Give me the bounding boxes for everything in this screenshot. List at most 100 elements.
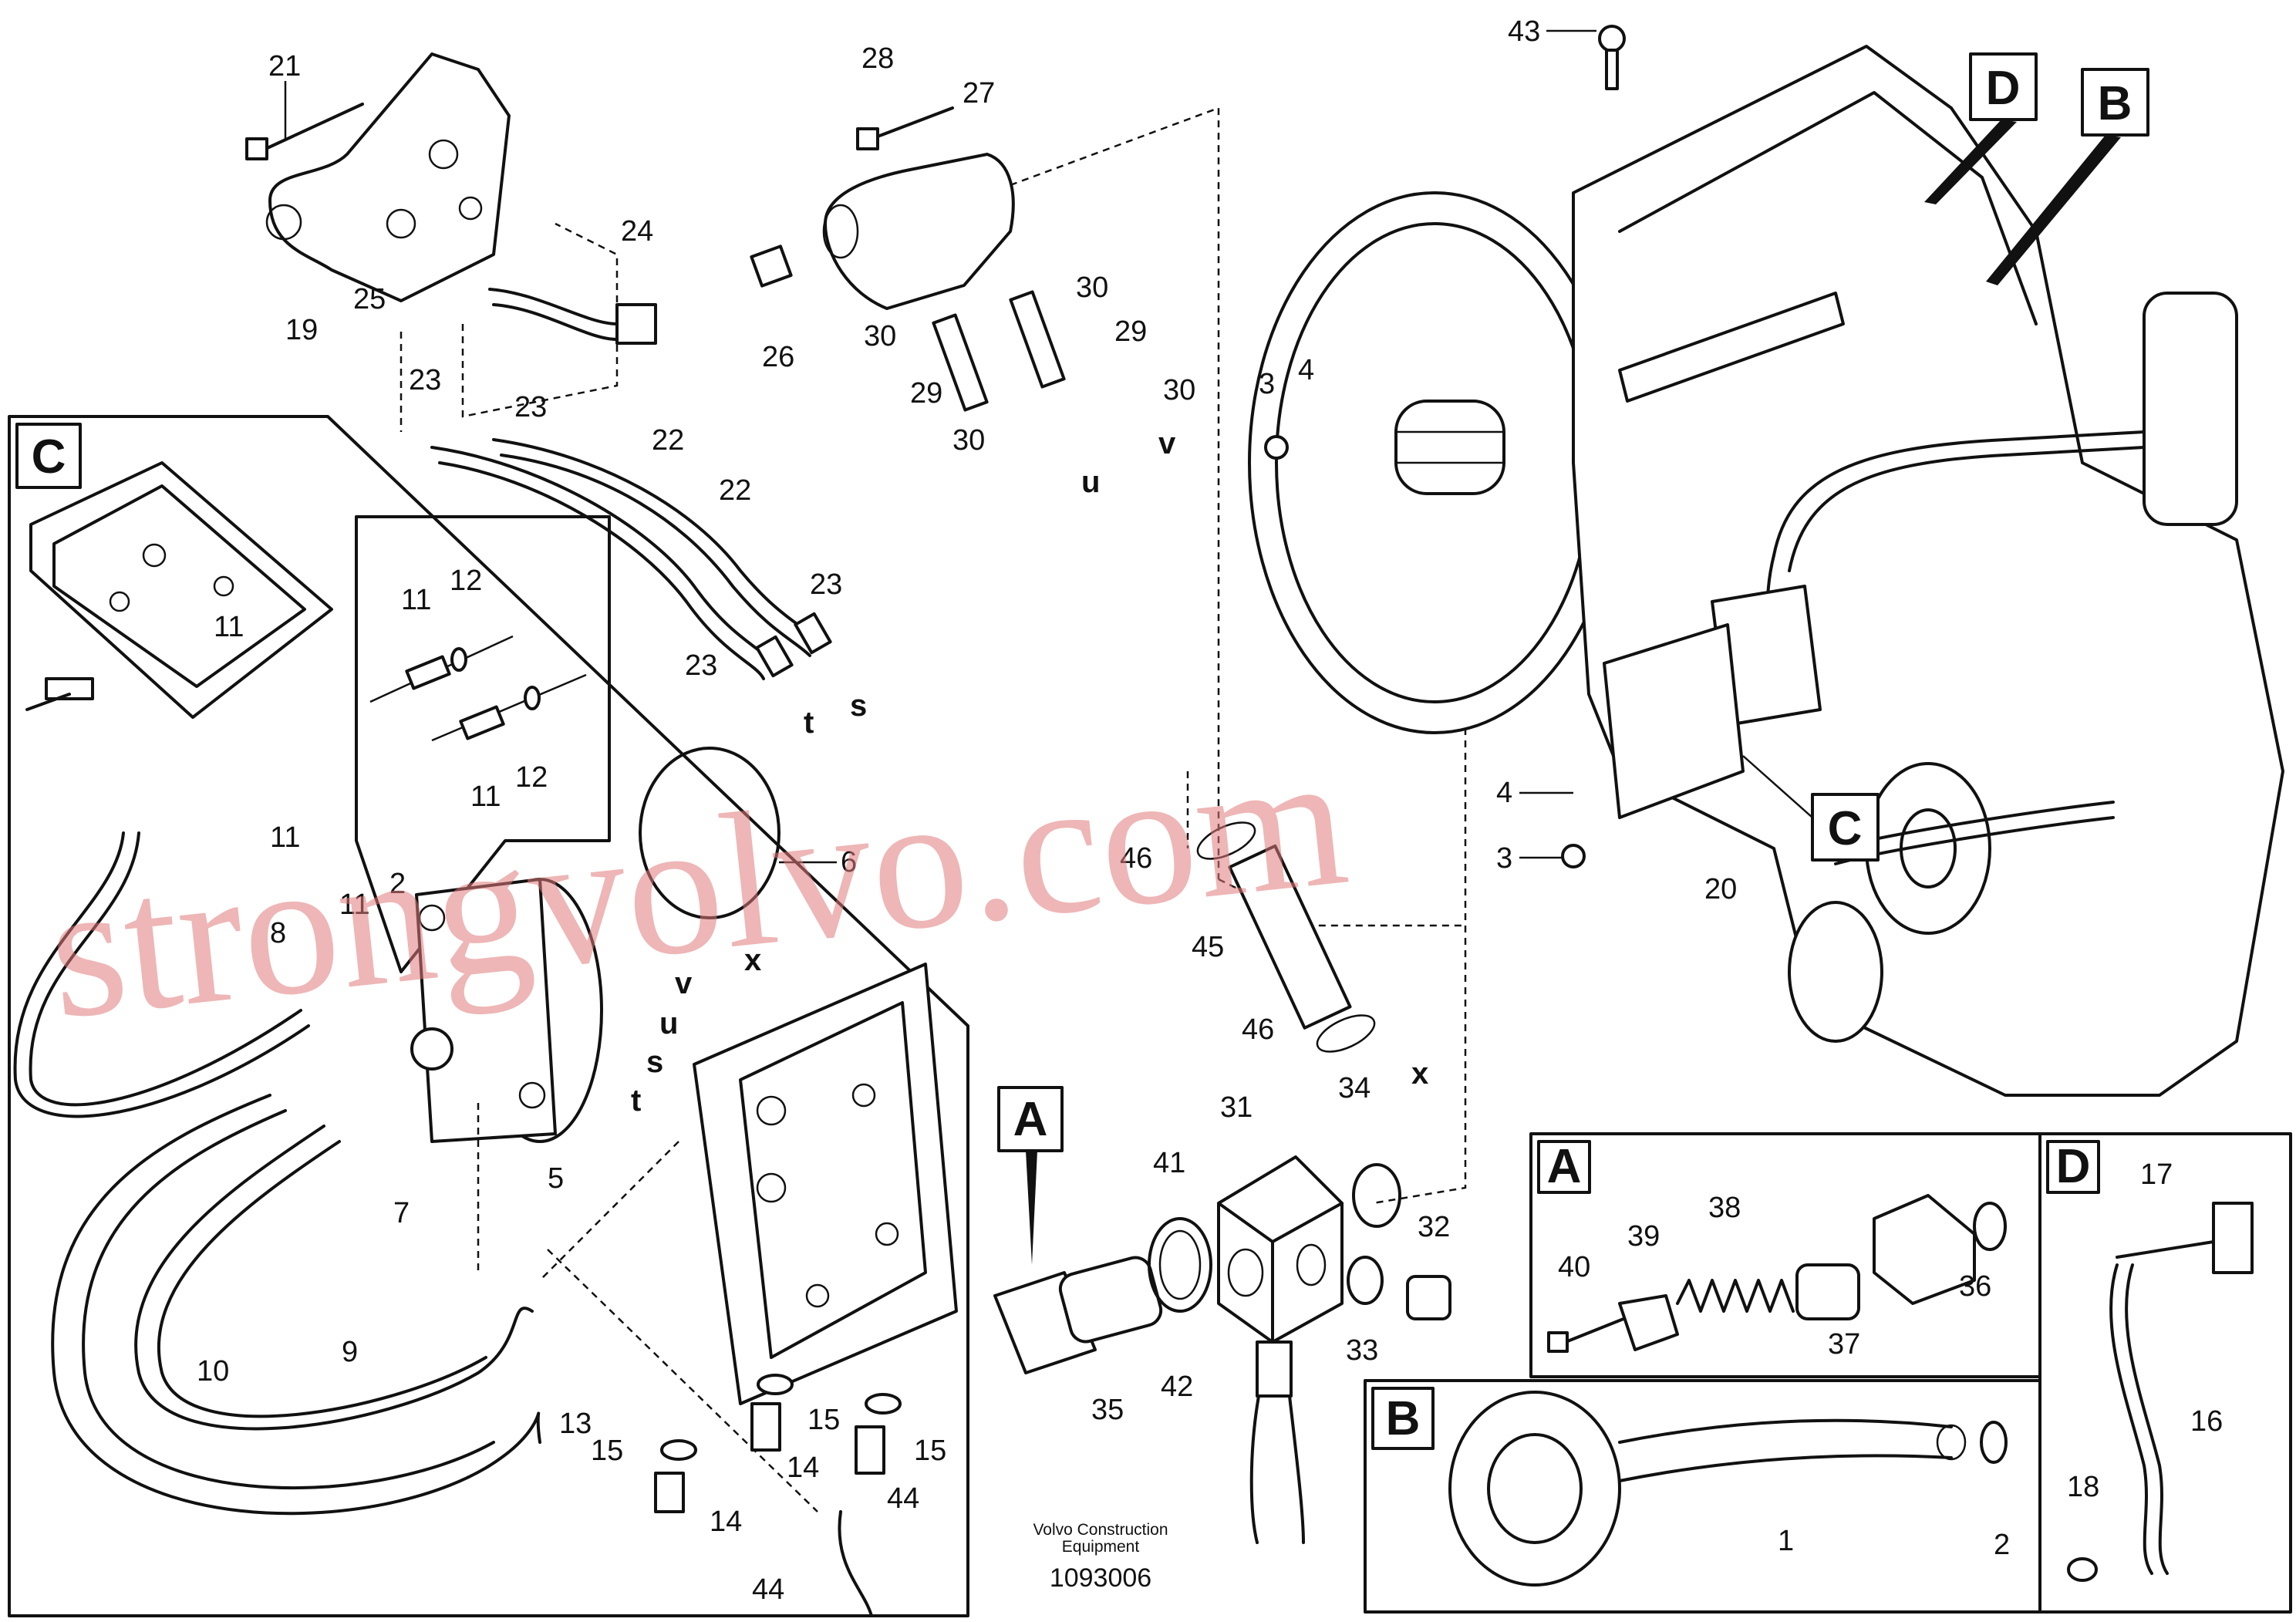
hose-1 (1618, 1418, 1953, 1444)
detail-label-d-pointer: D (1924, 52, 2038, 204)
svg-text:B: B (1386, 1392, 1421, 1445)
callout-17: 17 (2140, 1158, 2173, 1191)
filter (2143, 292, 2238, 526)
hose-10 (51, 1094, 541, 1516)
washer-18 (2067, 1557, 2098, 1582)
caption-block: Volvo Construction Equipment 1093006 (1033, 1521, 1168, 1593)
callout-8: 8 (270, 917, 286, 949)
valve-27 (822, 153, 1015, 310)
callout-12-inset-b: 12 (515, 761, 548, 794)
fittings-14-15 (654, 1374, 902, 1513)
callout-46-b: 46 (1242, 1013, 1274, 1046)
filter-tube-45 (1196, 821, 1376, 1053)
detail-c-panel: C (8, 415, 969, 1617)
transmission-housing (1248, 25, 2284, 1097)
detail-label-b-pointer: B (1986, 68, 2149, 285)
detail-label-a-pointer: A (997, 1086, 1064, 1265)
pipe-24 (488, 288, 646, 325)
cover-plate (1603, 623, 1745, 819)
callout-45: 45 (1192, 931, 1224, 963)
output-flange (1865, 762, 1991, 935)
callout-5: 5 (548, 1162, 564, 1195)
callout-26: 26 (762, 341, 794, 373)
callout-14-a: 14 (787, 1452, 819, 1484)
callout-31: 31 (1220, 1091, 1253, 1124)
spring-38 (1676, 1279, 1795, 1313)
callout-9: 9 (342, 1336, 358, 1368)
washer-39 (1618, 1294, 1679, 1351)
callout-15-b: 15 (807, 1404, 840, 1436)
callout-30-d: 30 (952, 424, 985, 457)
callout-38: 38 (1708, 1192, 1741, 1224)
callout-22-b: 22 (719, 474, 751, 507)
callout-12-inset-a: 12 (450, 565, 482, 597)
hose-16 (2109, 1263, 2153, 1575)
connection-s-top: s (850, 689, 867, 723)
callout-28: 28 (861, 42, 894, 75)
plug-3-bottom (1561, 844, 1586, 868)
o-ring-2-b (1980, 1421, 2008, 1464)
svg-text:B: B (2098, 77, 2132, 130)
connection-s-c: s (646, 1045, 663, 1079)
block-31 (1217, 1155, 1344, 1344)
fitting-42 (1256, 1340, 1293, 1398)
callout-2-b: 2 (1994, 1529, 2010, 1561)
detail-a-box: A (1529, 1132, 2041, 1378)
callout-11-c-b: 11 (270, 821, 300, 854)
sensor-17 (2212, 1202, 2254, 1274)
fitting-11-upper (405, 647, 467, 690)
plug-43 (1598, 25, 1626, 52)
connection-x-c: x (744, 943, 761, 977)
callout-18: 18 (2067, 1471, 2099, 1503)
input-shaft (1394, 400, 1505, 495)
detail-label-c-panel: C (32, 430, 66, 484)
callout-7: 7 (393, 1197, 410, 1229)
pump-b (1448, 1391, 1621, 1587)
pipe-top (1772, 430, 2146, 557)
callout-29-a: 29 (1114, 315, 1147, 348)
washer-33 (1347, 1256, 1384, 1305)
connection-letters: v u t s x v u s t x (631, 427, 1428, 1118)
connection-v-c: v (675, 966, 693, 1000)
connection-x-center: x (1411, 1057, 1428, 1091)
connection-u-top: u (1081, 465, 1100, 499)
detail-label-c-pointer: C (1742, 755, 1880, 862)
callout-labels: 21 19 25 24 26 28 27 30 29 30 29 30 30 2… (197, 15, 2223, 1606)
callout-1: 1 (1778, 1525, 1794, 1557)
adapter-26 (750, 244, 793, 288)
hose-9 (134, 1125, 534, 1431)
callout-35: 35 (1091, 1394, 1124, 1426)
hose-22-a (430, 446, 773, 665)
tube-29-a (932, 313, 989, 412)
svg-text:A: A (1013, 1093, 1048, 1146)
detail-d-box: D (2038, 1132, 2292, 1614)
callout-11-c: 11 (214, 611, 244, 643)
callout-23-c: 23 (810, 568, 842, 601)
svg-text:D: D (1986, 62, 2021, 115)
document-number: 1093006 (1050, 1563, 1151, 1593)
svg-text:D: D (2056, 1140, 2091, 1193)
tube-29-b (1009, 290, 1066, 389)
bolt-21 (245, 103, 364, 160)
control-valve-body-c (25, 461, 333, 719)
callout-46-a: 46 (1120, 842, 1152, 875)
o-ring-6 (639, 747, 781, 919)
callout-44-b: 44 (752, 1573, 784, 1606)
seal-41 (1148, 1217, 1212, 1313)
callout-34: 34 (1338, 1072, 1371, 1104)
callout-41: 41 (1153, 1147, 1185, 1179)
callout-32: 32 (1418, 1211, 1450, 1243)
callout-24: 24 (621, 215, 653, 248)
connection-t-c: t (631, 1084, 641, 1118)
callout-13: 13 (559, 1408, 592, 1440)
callout-21: 21 (268, 50, 301, 83)
washer-34 (1352, 1163, 1401, 1228)
svg-text:C: C (1828, 802, 1863, 855)
callout-4-top: 4 (1298, 354, 1314, 386)
callout-11-inset-b: 11 (470, 781, 501, 813)
watermark-text: strongvolvo.com (39, 711, 1356, 1060)
connection-v-top: v (1158, 427, 1176, 460)
fitting-11-lower (459, 686, 541, 740)
callout-10: 10 (197, 1355, 229, 1388)
